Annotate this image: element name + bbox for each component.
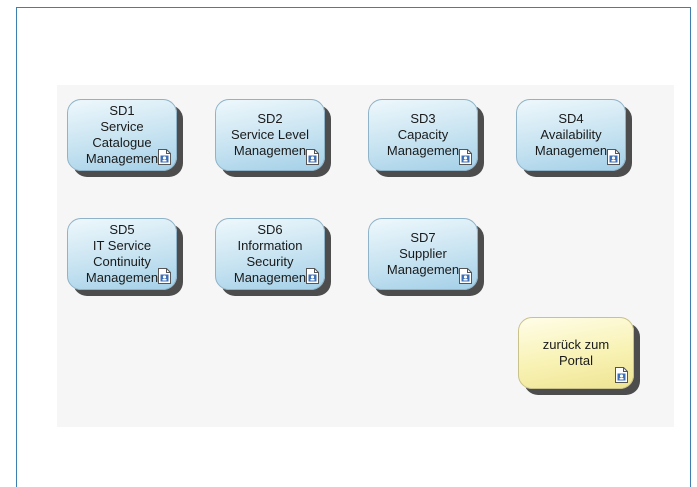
node-label: zurück zum Portal: [542, 337, 610, 368]
node-back-to-portal[interactable]: zurück zum Portal: [518, 317, 634, 389]
node-label: SD6 Information Security Managemen: [233, 222, 307, 285]
node-sd6-information-security-management[interactable]: SD6 Information Security Managemen: [215, 218, 325, 290]
document-link-icon: [158, 268, 171, 284]
node-sd2-service-level-management[interactable]: SD2 Service Level Managemen: [215, 99, 325, 171]
node-label: SD1 Service Catalogue Managemen: [85, 103, 159, 166]
document-link-icon: [306, 149, 319, 165]
node-sd4-availability-management[interactable]: SD4 Availability Managemen: [516, 99, 626, 171]
document-link-icon: [158, 149, 171, 165]
node-label: SD4 Availability Managemen: [534, 111, 608, 158]
document-link-icon: [607, 149, 620, 165]
node-label: SD3 Capacity Managemen: [386, 111, 460, 158]
node-sd7-supplier-management[interactable]: SD7 Supplier Managemen: [368, 218, 478, 290]
node-label: SD5 IT Service Continuity Managemen: [85, 222, 159, 285]
document-link-icon: [459, 149, 472, 165]
node-sd1-service-catalogue-management[interactable]: SD1 Service Catalogue Managemen: [67, 99, 177, 171]
node-label: SD2 Service Level Managemen: [230, 111, 310, 158]
node-sd3-capacity-management[interactable]: SD3 Capacity Managemen: [368, 99, 478, 171]
node-label: SD7 Supplier Managemen: [386, 230, 460, 277]
document-link-icon: [615, 367, 628, 383]
node-sd5-it-service-continuity-management[interactable]: SD5 IT Service Continuity Managemen: [67, 218, 177, 290]
document-link-icon: [306, 268, 319, 284]
document-link-icon: [459, 268, 472, 284]
